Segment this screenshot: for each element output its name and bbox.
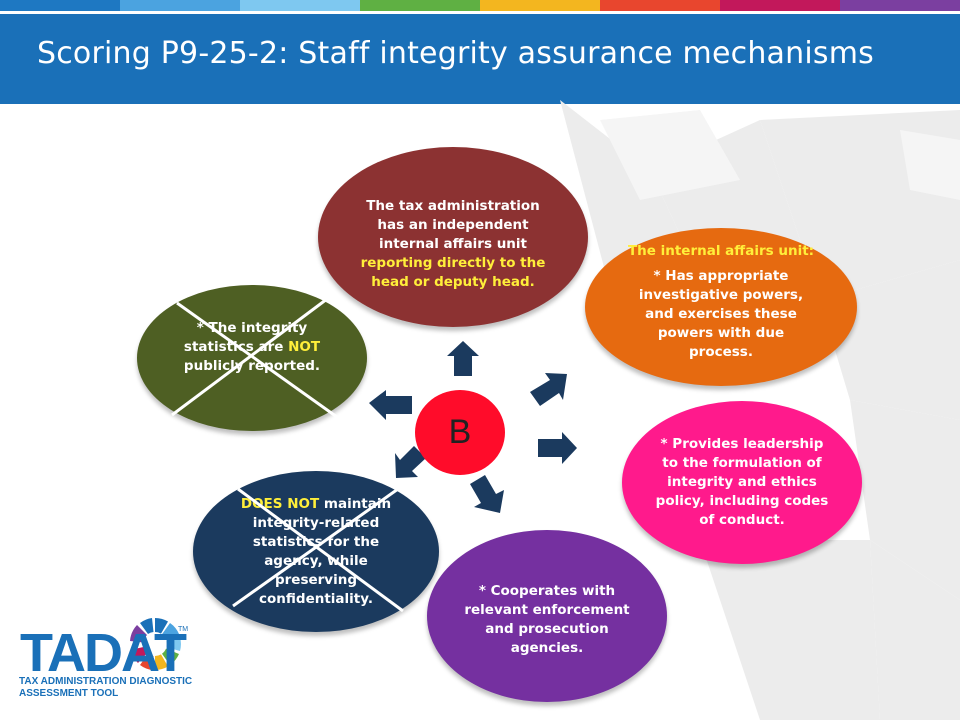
arrow-down-left [395,446,426,478]
bubble-text-line: policy, including codes [655,493,829,509]
color-bar-segment [840,0,960,11]
color-bar-segment [240,0,360,11]
logo-subtitle-line: ASSESSMENT TOOL [19,688,119,699]
bubble-text-line: The tax administration [366,197,540,214]
arrow-right [538,432,577,464]
bubble-text-line: powers with due [657,325,785,341]
arrow-left [369,390,412,420]
tadat-logo-subtitle: TAX ADMINISTRATION DIAGNOSTIC ASSESSMENT… [19,676,192,700]
trademark-mark: TM [178,626,189,633]
bubble-text-line: investigative powers, [638,287,804,303]
color-bar-segment [600,0,720,11]
arrow-up-right [530,373,567,406]
tadat-logo-text: TADAT [20,623,187,683]
color-bar-segment [480,0,600,11]
bubble-text-line: agencies. [510,640,584,656]
bubble-text-line: and exercises these [645,306,797,322]
bubble-heading: The internal affairs unit: [627,243,815,259]
bubble-leadership-policy: * Provides leadership to the formulation… [622,401,862,564]
color-bar-segment [0,0,120,11]
color-bar-segment [120,0,240,11]
bubble-cooperates-enforcement: * Cooperates with relevant enforcement a… [427,530,667,702]
page-title: Scoring P9-25-2: Staff integrity assuran… [37,36,874,71]
arrow-up [447,341,479,376]
bubble-text-line: to the formulation of [662,455,822,471]
bubble-text-line: * Provides leadership [660,436,824,452]
arrow-down-right [470,475,504,513]
bubble-investigative-powers: The internal affairs unit: * Has appropr… [585,228,857,386]
bubble-highlight-text: head or deputy head. [371,273,535,290]
bubble-text-line: * Has appropriate [653,268,789,284]
color-bar-segment [360,0,480,11]
color-bar-segment [720,0,840,11]
bubble-text-line: internal affairs unit [378,235,528,252]
bubble-text-line: relevant enforcement [464,602,630,618]
bubble-text-line: has an independent [377,216,529,233]
bubble-text-line: of conduct. [699,512,785,528]
bubble-text-line: * Cooperates with [478,583,616,599]
bubble-independent-unit: The tax administration has an independen… [318,147,588,327]
center-score: B [415,390,505,475]
logo-subtitle-line: TAX ADMINISTRATION DIAGNOSTIC [19,676,193,687]
bubble-text-line: and prosecution [485,621,609,637]
tadat-logo-wheel [130,618,181,670]
header-banner [0,14,960,104]
bubble-text-line: process. [689,344,753,360]
bubble-highlight-text: reporting directly to the [360,254,546,271]
bubble-text-line: integrity and ethics [667,474,817,490]
top-color-bar [0,0,960,11]
